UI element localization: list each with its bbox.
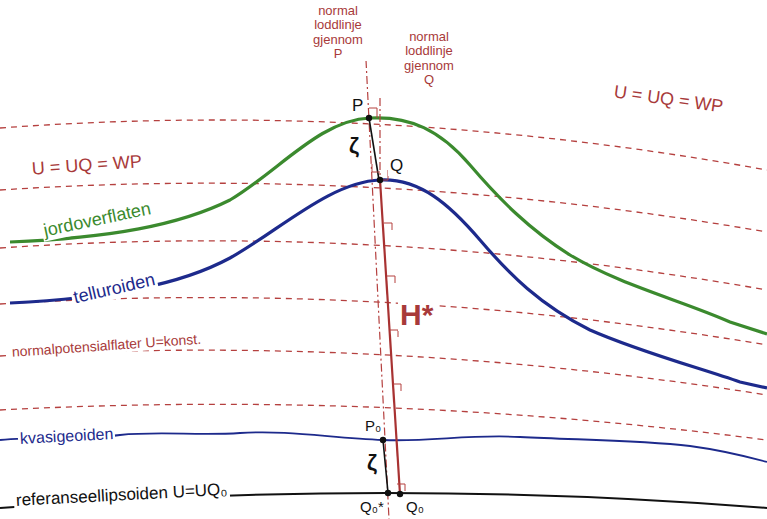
normal-height-line <box>380 180 400 494</box>
surface-label: normalpotensialflater U=konst. <box>9 332 203 361</box>
telluroid-curve <box>10 180 767 388</box>
point-label: Q₀* <box>358 499 386 516</box>
height-anomaly-symbol: ζ <box>347 134 361 158</box>
plumb-line-label: normal loddlinje gjennom Q <box>396 30 462 87</box>
surface-label: jordoverflaten <box>40 199 155 242</box>
height-symbol: H* <box>398 298 435 331</box>
normal-potential-surfaces <box>0 120 767 440</box>
surface-label: referanseellipsoiden U=UQ₀ <box>14 481 230 511</box>
point-label: Q <box>388 157 405 176</box>
height-anomaly-segments <box>369 118 388 493</box>
surface-label: telluroiden <box>70 270 159 309</box>
normal-plumb-lines <box>366 60 389 519</box>
potential-equation: U = UQ = WP <box>611 82 727 117</box>
plumb-line-label: normal loddlinje gjennom P <box>308 4 368 61</box>
potential-equation: U = UQ = WP <box>29 152 144 180</box>
point-label: Q₀ <box>404 499 426 516</box>
point-label: P₀ <box>363 418 383 435</box>
point-label: P <box>350 97 365 116</box>
height-anomaly-symbol: ζ <box>365 451 379 475</box>
surface-label: kvasigeoiden <box>18 425 116 448</box>
